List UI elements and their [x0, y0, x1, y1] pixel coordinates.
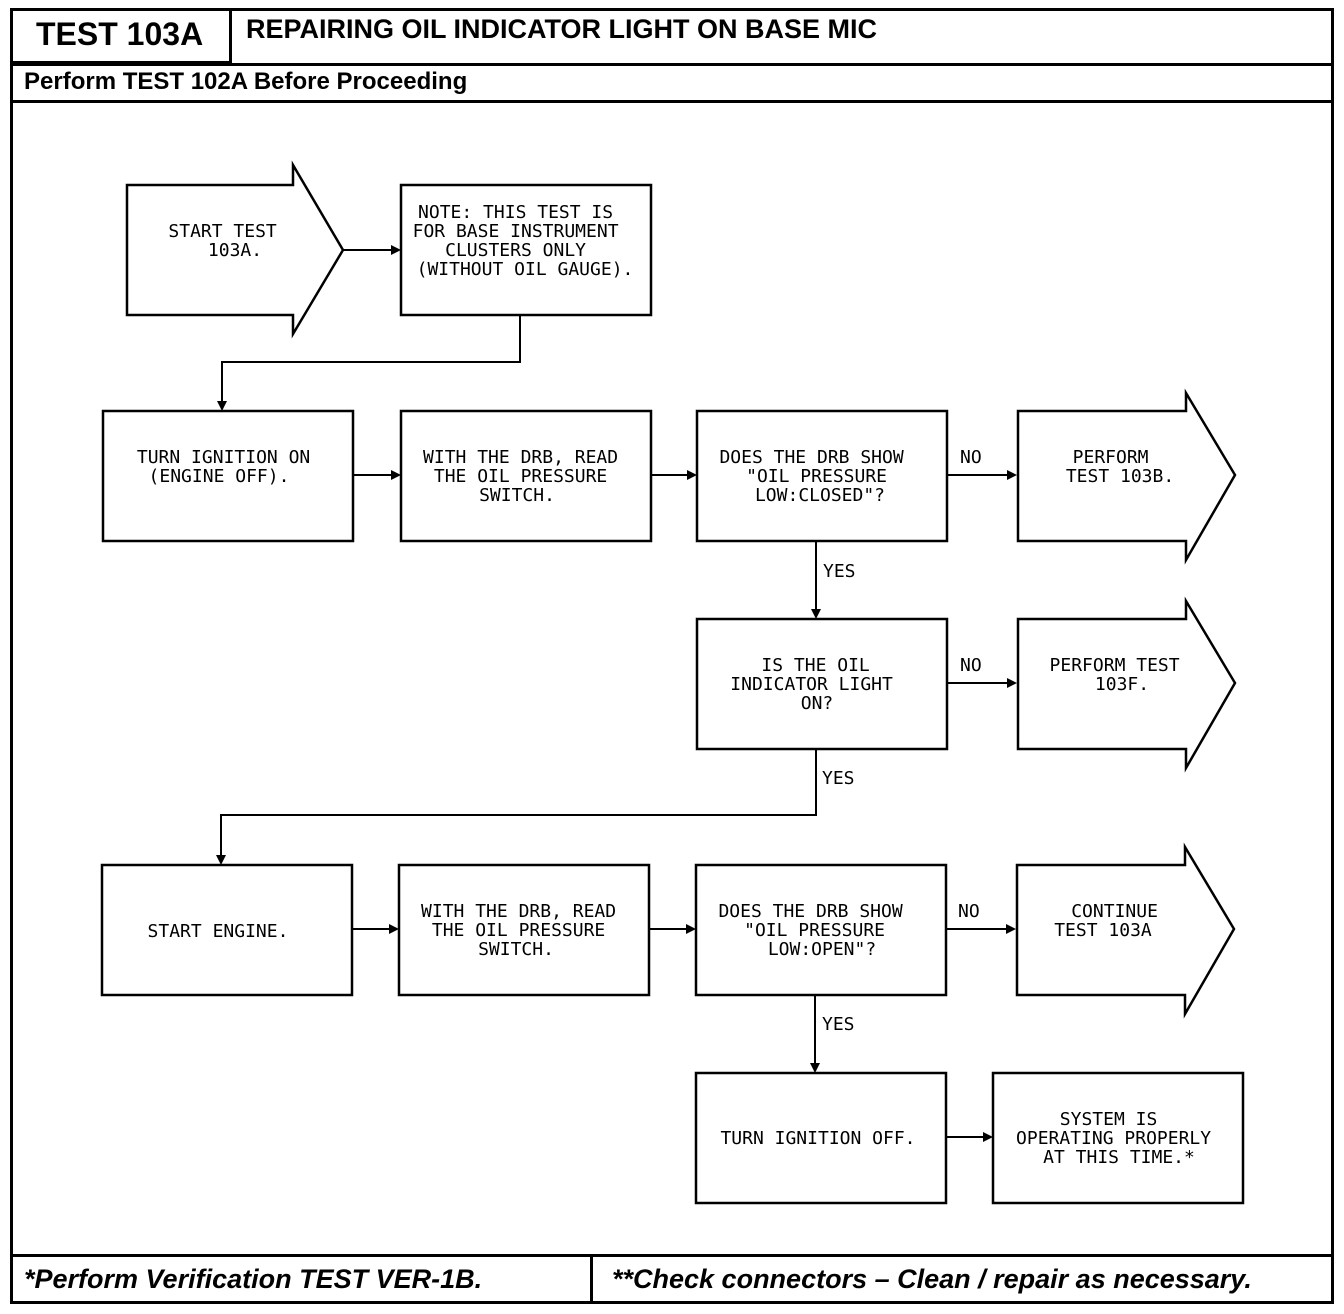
- start-test-text: START TEST 103A.: [168, 221, 287, 261]
- read-switch-box-1: WITH THE DRB, READ THE OIL PRESSURE SWIT…: [399, 409, 653, 543]
- decision-text-low-closed: DOES THE DRB SHOW "OIL PRESSURE LOW:CLOS…: [719, 447, 914, 506]
- system-ok-text: SYSTEM IS OPERATING PROPERLY AT THIS TIM…: [1016, 1109, 1222, 1168]
- decision-text-low-open: DOES THE DRB SHOW "OIL PRESSURE LOW:OPEN…: [718, 901, 913, 960]
- test-id: TEST 103A: [10, 8, 232, 64]
- ignition-off-box: TURN IGNITION OFF.: [694, 1071, 948, 1205]
- subtitle-divider: [10, 100, 1334, 103]
- q3-yes-label: YES: [822, 1014, 855, 1035]
- q2-yes-label: YES: [822, 768, 855, 789]
- decision-box-light-on: IS THE OIL INDICATOR LIGHT ON?: [695, 617, 949, 751]
- q1-yes-label: YES: [823, 561, 856, 582]
- start-test-arrow: START TEST 103A.: [125, 160, 345, 339]
- q2-no-label: NO: [960, 655, 982, 676]
- header-divider: [10, 63, 1334, 66]
- prerequisite-note: Perform TEST 102A Before Proceeding: [24, 68, 468, 95]
- footer-verification-note: *Perform Verification TEST VER-1B.: [24, 1264, 483, 1294]
- decision-box-low-open: DOES THE DRB SHOW "OIL PRESSURE LOW:OPEN…: [694, 863, 948, 997]
- start-engine-text: START ENGINE.: [148, 921, 289, 942]
- read-switch-text-1: WITH THE DRB, READ THE OIL PRESSURE SWIT…: [423, 447, 629, 506]
- footer-connector-note: **Check connectors – Clean / repair as n…: [612, 1264, 1252, 1294]
- continue-test-103a-arrow: CONTINUE TEST 103A: [1015, 842, 1236, 1019]
- page-title: REPAIRING OIL INDICATOR LIGHT ON BASE MI…: [246, 14, 878, 44]
- connector-lines: [216, 245, 1017, 1142]
- note-box: NOTE: THIS TEST IS FOR BASE INSTRUMENT C…: [399, 183, 653, 317]
- perform-test-103f-text: PERFORM TEST 103F.: [1050, 655, 1191, 695]
- start-engine-box: START ENGINE.: [100, 863, 354, 997]
- perform-test-103f-arrow: PERFORM TEST 103F.: [1016, 596, 1237, 773]
- diagram-frame: [10, 8, 1334, 1304]
- decision-box-low-closed: DOES THE DRB SHOW "OIL PRESSURE LOW:CLOS…: [695, 409, 949, 543]
- continue-test-103a-text: CONTINUE TEST 103A: [1054, 901, 1169, 941]
- system-ok-box: SYSTEM IS OPERATING PROPERLY AT THIS TIM…: [991, 1071, 1245, 1205]
- perform-test-103b-text: PERFORM TEST 103B.: [1066, 447, 1174, 487]
- footer-separator: [590, 1255, 593, 1303]
- q1-no-label: NO: [960, 447, 982, 468]
- decision-text-light-on: IS THE OIL INDICATOR LIGHT ON?: [730, 655, 903, 714]
- ignition-off-text: TURN IGNITION OFF.: [720, 1128, 915, 1149]
- ignition-on-text: TURN IGNITION ON (ENGINE OFF).: [137, 447, 321, 487]
- note-text: NOTE: THIS TEST IS FOR BASE INSTRUMENT C…: [413, 202, 634, 280]
- read-switch-text-2: WITH THE DRB, READ THE OIL PRESSURE SWIT…: [421, 901, 627, 960]
- perform-test-103b-arrow: PERFORM TEST 103B.: [1016, 388, 1237, 565]
- read-switch-box-2: WITH THE DRB, READ THE OIL PRESSURE SWIT…: [397, 863, 651, 997]
- footer-divider: [10, 1254, 1334, 1257]
- ignition-on-box: TURN IGNITION ON (ENGINE OFF).: [101, 409, 355, 543]
- q3-no-label: NO: [958, 901, 980, 922]
